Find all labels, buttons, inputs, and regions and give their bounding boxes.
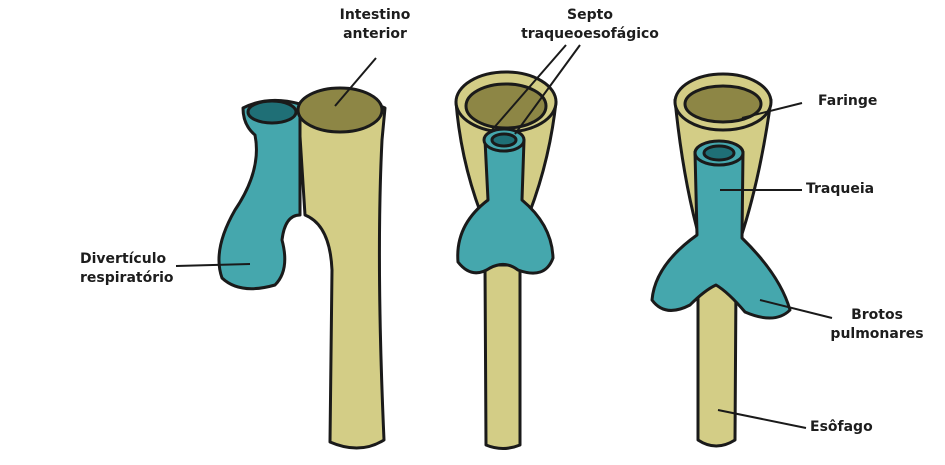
label-diverticulo-respiratorio: Divertículo respiratório [80,250,174,288]
leader-intestino [334,57,377,107]
diverticulum-lumen [246,99,298,125]
pharynx-lumen-3 [683,84,763,124]
pharynx-lumen-2 [464,82,548,130]
label-traqueia: Traqueia [806,181,875,197]
foregut-stage-2 [454,70,558,450]
trachea-lumen-2 [490,132,518,148]
label-line: respiratório [80,270,174,286]
foregut-stage-3 [650,72,792,448]
label-line: Intestino [339,7,411,23]
esophagus-tube-3 [696,278,738,448]
leader-septo-a [491,44,567,131]
leader-brotos [759,299,833,319]
leader-faringe [741,102,803,119]
foregut-stage-1 [217,86,387,450]
foregut-lumen [296,86,384,134]
label-line: Divertículo [80,251,167,267]
label-intestino-anterior: Intestino anterior [335,6,415,44]
label-line: Septo [567,7,613,23]
label-septo: Septo traqueoesofágico [515,6,665,44]
respiratory-diverticulum [217,98,302,291]
leader-septo-b [514,44,581,135]
esophagus-tube-2 [483,263,522,450]
label-faringe: Faringe [818,93,878,109]
leader-esofago [717,409,807,429]
label-esofago: Esôfago [810,419,873,435]
label-line: Brotos [851,307,903,323]
trachea-lumen-3 [702,144,736,162]
leader-diverticulo [175,263,251,267]
label-line: anterior [343,26,407,42]
leader-lines [175,44,833,429]
label-brotos-pulmonares: Brotos pulmonares [822,306,932,344]
trachea-and-lung-buds [650,150,792,320]
label-line: pulmonares [830,326,924,342]
foregut-tube [296,95,387,450]
trachea-bud-2 [456,138,555,275]
label-line: traqueoesofágico [521,26,659,42]
